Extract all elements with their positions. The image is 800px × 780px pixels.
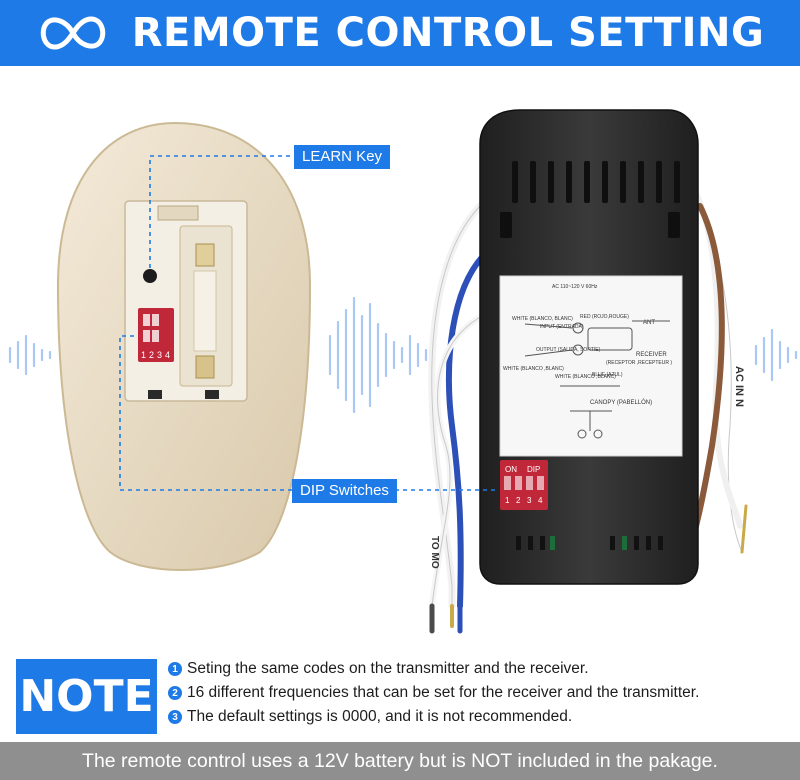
note-item: 1 Seting the same codes on the transmitt… bbox=[168, 657, 792, 681]
wire-print-text: AC IN N bbox=[733, 366, 745, 407]
svg-text:2: 2 bbox=[516, 496, 521, 505]
header-banner: REMOTE CONTROL SETTING bbox=[0, 0, 800, 66]
svg-text:DIP: DIP bbox=[527, 465, 540, 474]
svg-text:RECEIVER: RECEIVER bbox=[636, 352, 667, 358]
svg-text:WHITE (BLANCO, BLANC): WHITE (BLANCO, BLANC) bbox=[512, 316, 573, 322]
svg-text:1: 1 bbox=[505, 496, 510, 505]
dip-number: 1 bbox=[141, 350, 146, 360]
svg-text:ON: ON bbox=[505, 465, 517, 474]
receiver-dip-switch[interactable]: ON DIP 1 2 3 4 bbox=[500, 460, 548, 510]
dip-number: 4 bbox=[165, 350, 170, 360]
svg-text:(RECEPTOR ,RECEPTEUR ): (RECEPTOR ,RECEPTEUR ) bbox=[606, 360, 672, 366]
svg-text:3: 3 bbox=[527, 496, 532, 505]
note-number-badge: 1 bbox=[168, 662, 182, 676]
svg-text:WHITE (BLANCO ,BLANC): WHITE (BLANCO ,BLANC) bbox=[503, 366, 564, 372]
receiver-wires bbox=[428, 182, 748, 634]
remote-transmitter: 1 2 3 4 bbox=[56, 121, 312, 571]
infinity-icon bbox=[40, 16, 105, 50]
note-list: 1 Seting the same codes on the transmitt… bbox=[168, 657, 792, 729]
note-text: The default settings is 0000, and it is … bbox=[187, 708, 573, 725]
transmitter-dip-switch[interactable]: 1 2 3 4 bbox=[138, 308, 174, 362]
callout-lines bbox=[119, 155, 498, 491]
note-text: 16 different frequencies that can be set… bbox=[187, 684, 700, 701]
note-number-badge: 3 bbox=[168, 710, 182, 724]
note-text: Seting the same codes on the transmitter… bbox=[187, 660, 589, 677]
svg-text:RED (ROJO,ROUGE): RED (ROJO,ROUGE) bbox=[580, 314, 629, 320]
svg-text:CANOPY (PABELLÓN): CANOPY (PABELLÓN) bbox=[590, 399, 652, 406]
note-number-badge: 2 bbox=[168, 686, 182, 700]
product-illustration: 1 2 3 4 AC IN N TO MO bbox=[0, 66, 800, 656]
wire-print-text-left: TO MO bbox=[429, 536, 440, 569]
svg-text:BLUE (AZUL): BLUE (AZUL) bbox=[592, 372, 623, 378]
dip-number: 2 bbox=[149, 350, 154, 360]
learn-key-button[interactable] bbox=[143, 269, 157, 283]
dip-number: 3 bbox=[157, 350, 162, 360]
svg-text:ANT: ANT bbox=[643, 320, 655, 326]
sound-wave-graphic bbox=[8, 296, 798, 414]
learn-key-callout: LEARN Key bbox=[294, 145, 391, 169]
page-title: REMOTE CONTROL SETTING bbox=[131, 10, 765, 56]
vent-slots bbox=[500, 161, 680, 238]
note-label: NOTE bbox=[16, 659, 157, 734]
svg-text:4: 4 bbox=[538, 496, 543, 505]
receiver-unit: AC 110~120 V 60Hz WHITE (BLANCO, BLANC) … bbox=[479, 109, 699, 585]
svg-text:AC 110~120 V 60Hz: AC 110~120 V 60Hz bbox=[552, 284, 598, 290]
note-item: 2 16 different frequencies that can be s… bbox=[168, 681, 792, 705]
note-item: 3 The default settings is 0000, and it i… bbox=[168, 705, 792, 729]
wiring-diagram-label bbox=[499, 275, 683, 457]
svg-text:WHITE (BLANCO ,BLANC): WHITE (BLANCO ,BLANC) bbox=[555, 374, 616, 380]
battery-footer-note: The remote control uses a 12V battery bu… bbox=[0, 742, 800, 780]
dip-switches-callout: DIP Switches bbox=[292, 479, 397, 503]
